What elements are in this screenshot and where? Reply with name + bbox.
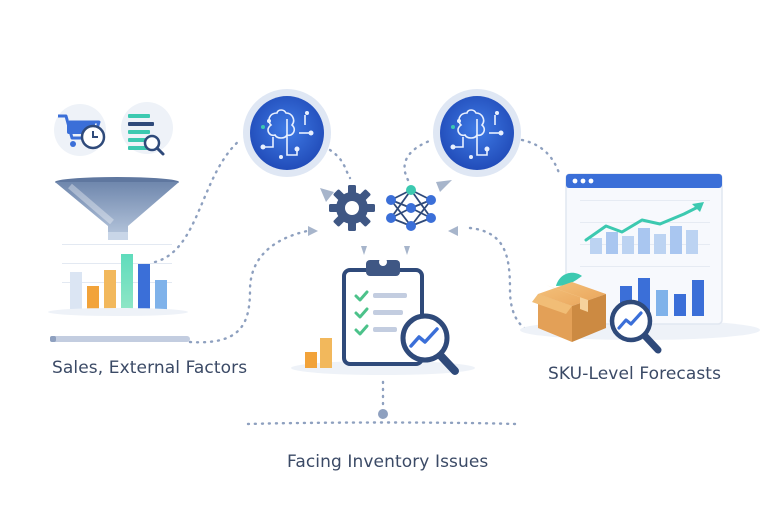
connector-node [378, 409, 388, 419]
shopping-cart-clock-icon [58, 114, 106, 150]
gear-icon [329, 185, 375, 231]
magnifier-trend-icon [609, 299, 662, 354]
ai-brain-left-icon [243, 89, 331, 177]
mini-bar [305, 352, 317, 368]
connector-lines [153, 138, 562, 426]
leaf-icon [556, 272, 582, 286]
document-search-icon [128, 114, 165, 156]
ai-brain-right-icon [433, 89, 521, 177]
output-label: SKU-Level Forecasts [548, 364, 722, 384]
funnel-icon [55, 177, 179, 240]
neural-network-icon [386, 185, 436, 231]
platform-bar [50, 336, 190, 342]
mini-bar [320, 338, 332, 368]
flow-arrows [308, 180, 458, 255]
problem-label: Facing Inventory Issues [287, 452, 489, 472]
magnifier-trend-icon [400, 313, 459, 375]
package-box-icon [532, 282, 606, 342]
forecast-output-group [520, 173, 760, 354]
bar-chart-icon [48, 244, 188, 316]
input-data-group [48, 102, 190, 342]
dashboard-window-icon [565, 173, 723, 325]
input-label: Sales, External Factors [52, 358, 248, 378]
center-report-group [291, 258, 475, 375]
